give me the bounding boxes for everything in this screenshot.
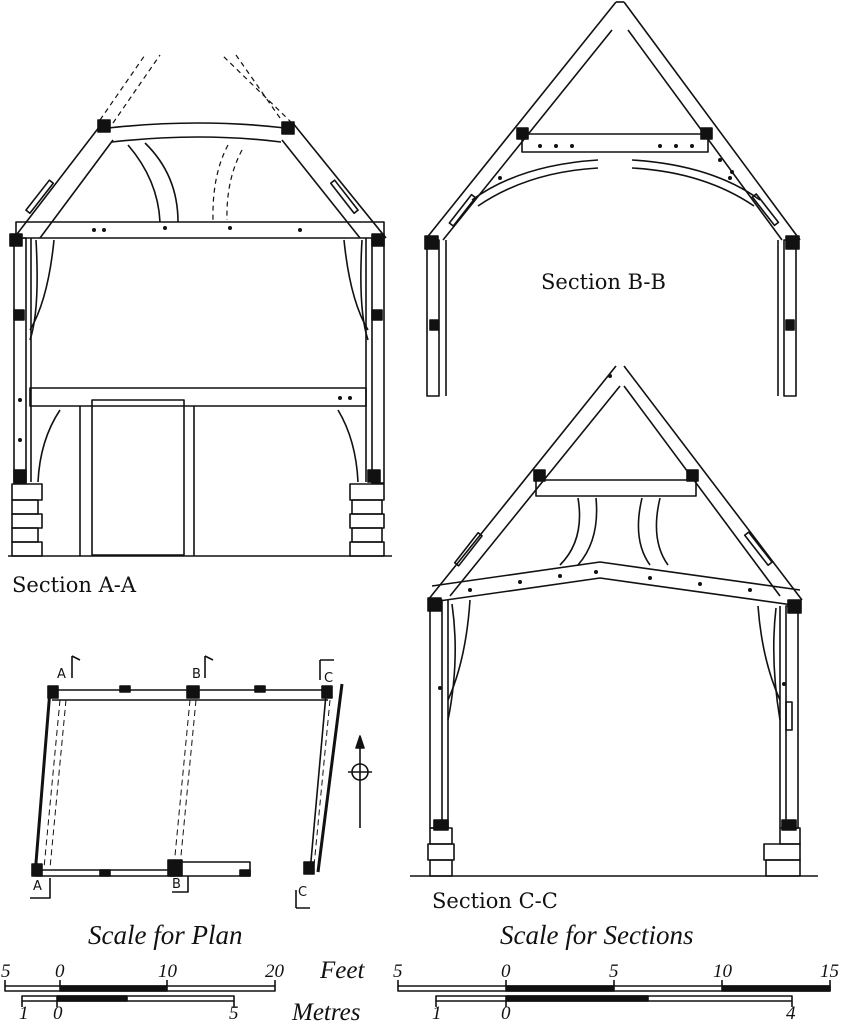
plan-mark-c-top: C [324,671,334,686]
plan-metre-tick: 1 [19,1003,29,1024]
plan-feet-tick: 5 [1,961,11,982]
plan-feet-tick: 10 [158,961,177,982]
plan-drawing [30,655,372,909]
feet-unit-label: Feet [320,957,365,984]
plan-mark-b-top: B [192,667,201,682]
plan-metre-tick: 0 [53,1003,63,1024]
plan-mark-a-top: A [57,667,66,682]
sections-feet-tick: 5 [609,961,619,982]
north-arrow-icon [348,735,372,828]
section-c-c-label: Section C-C [432,889,558,913]
section-a-a-drawing [8,54,392,557]
sections-feet-tick: 10 [713,961,732,982]
plan-scale-bar [4,980,276,1007]
section-b-b-label: Section B-B [541,270,666,294]
sections-scale-title: Scale for Sections [500,920,694,950]
plan-metre-tick: 5 [229,1003,239,1024]
section-a-a-label: Section A-A [12,573,137,597]
plan-feet-tick: 0 [55,961,65,982]
plan-scale-title: Scale for Plan [88,920,243,950]
section-b-b-drawing [424,1,801,397]
sections-feet-tick: 5 [393,961,403,982]
sections-metre-tick: 0 [501,1003,511,1024]
plan-feet-tick: 20 [265,961,284,982]
plan-mark-c-bottom: C [298,885,308,900]
plan-mark-b-bottom: B [172,877,181,892]
sections-feet-tick: 0 [501,961,511,982]
sections-metre-tick: 1 [432,1003,442,1024]
sections-metre-tick: 4 [786,1003,796,1024]
plan-mark-a-bottom: A [33,879,42,894]
metres-unit-label: Metres [292,999,361,1026]
sections-feet-tick: 15 [820,961,839,982]
section-c-c-drawing [410,365,818,877]
sections-scale-bar [397,980,831,1007]
